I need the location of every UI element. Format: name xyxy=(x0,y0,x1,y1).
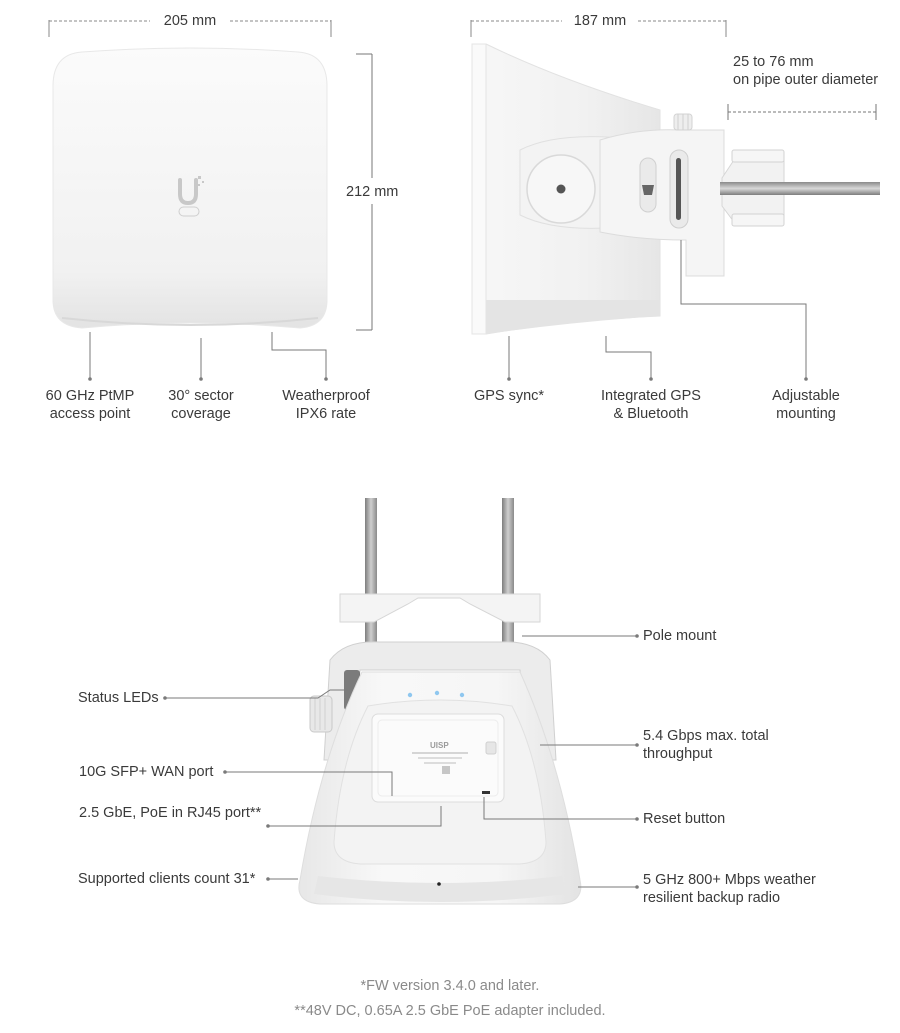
status-leds xyxy=(407,690,465,698)
depth-dimension xyxy=(470,20,727,37)
callout-backup-radio: 5 GHz 800+ Mbps weather resilient backup… xyxy=(643,872,816,906)
callout-sfp-wan-port: 10G SFP+ WAN port xyxy=(79,764,214,780)
uisp-logo: UISP xyxy=(430,741,449,750)
callout-integrated-gps-bluetooth: Integrated GPS & Bluetooth xyxy=(601,388,701,422)
pipe-dimension xyxy=(727,104,877,120)
rear-callout-lines xyxy=(165,635,637,888)
footnote-firmware: *FW version 3.4.0 and later. xyxy=(360,978,540,994)
callout-adjustable-mounting: Adjustable mounting xyxy=(772,388,840,422)
callout-weatherproof: Weatherproof IPX6 rate xyxy=(282,388,370,422)
pole-rod-left xyxy=(365,498,377,648)
mounting-bracket xyxy=(599,129,725,277)
callout-status-leds: Status LEDs xyxy=(78,690,159,706)
callout-gps-sync: GPS sync* xyxy=(473,388,545,404)
width-dimension xyxy=(48,20,332,37)
pole-rod-right xyxy=(502,498,514,648)
callout-pole-mount: Pole mount xyxy=(643,628,717,644)
callout-60ghz-access-point: 60 GHz PtMP access point xyxy=(45,388,135,422)
depth-dimension-label: 187 mm xyxy=(573,13,627,29)
callout-reset-button: Reset button xyxy=(643,811,726,827)
footnote-poe-adapter: **48V DC, 0.65A 2.5 GbE PoE adapter incl… xyxy=(294,1003,606,1019)
front-view xyxy=(48,20,373,381)
side-callout-lines xyxy=(508,240,807,378)
rear-view: UISP xyxy=(163,498,639,905)
pipe-diameter-label-line2: on pipe outer diameter xyxy=(733,72,879,88)
callout-rj45-port: 2.5 GbE, PoE in RJ45 port** xyxy=(79,805,262,821)
front-device-body xyxy=(52,47,328,329)
height-dimension-label: 212 mm xyxy=(346,184,399,200)
pole-clamp xyxy=(339,593,541,623)
ubiquiti-logo-icon xyxy=(178,176,204,217)
callout-supported-clients: Supported clients count 31* xyxy=(78,871,256,887)
callout-sector-coverage: 30° sector coverage xyxy=(168,388,234,422)
callout-throughput: 5.4 Gbps max. total throughput xyxy=(643,728,769,762)
pipe-diameter-label-line1: 25 to 76 mm xyxy=(733,54,814,70)
height-dimension xyxy=(356,53,373,331)
width-dimension-label: 205 mm xyxy=(163,13,217,29)
front-callout-lines xyxy=(89,332,327,378)
reset-button-hole xyxy=(482,791,490,794)
side-view xyxy=(470,20,880,381)
